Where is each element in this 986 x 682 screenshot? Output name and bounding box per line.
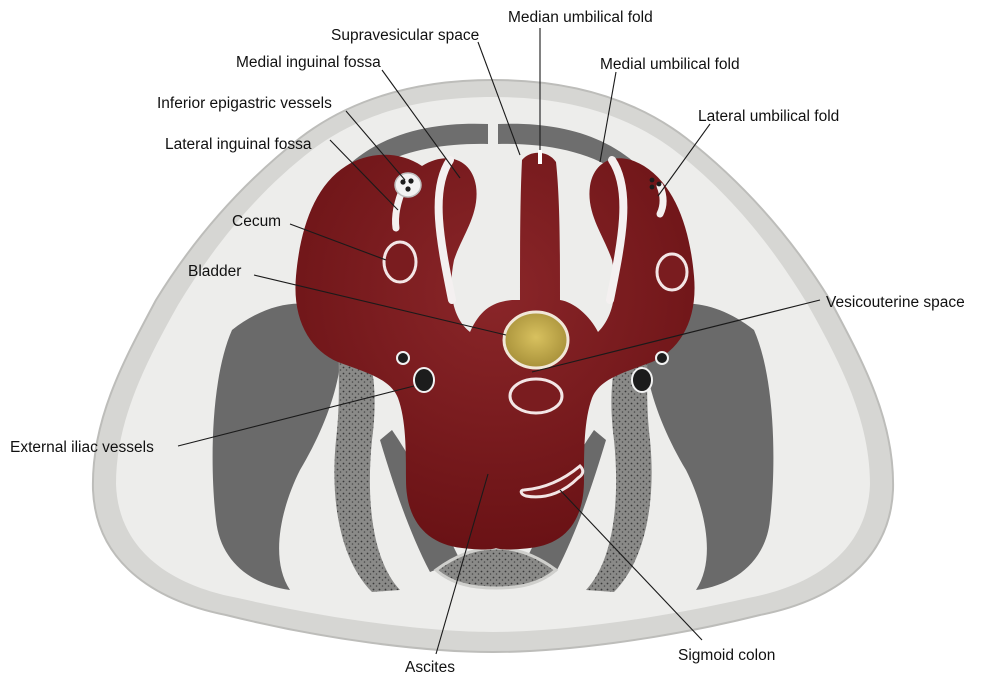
label-cecum: Cecum bbox=[232, 213, 281, 230]
label-lateral-inguinal-fossa: Lateral inguinal fossa bbox=[165, 136, 312, 153]
ascending-colon-right bbox=[657, 254, 687, 290]
label-medial-inguinal-fossa: Medial inguinal fossa bbox=[236, 54, 381, 71]
cecum bbox=[384, 242, 416, 282]
bladder bbox=[504, 312, 568, 368]
label-supravesicular-space: Supravesicular space bbox=[331, 27, 479, 44]
label-lateral-umbilical-fold: Lateral umbilical fold bbox=[698, 108, 839, 125]
label-vesicouterine-space: Vesicouterine space bbox=[826, 294, 965, 311]
label-external-iliac-vessels: External iliac vessels bbox=[10, 439, 154, 456]
vesicouterine-structure bbox=[510, 379, 562, 413]
label-bladder: Bladder bbox=[188, 263, 241, 280]
label-median-umbilical-fold: Median umbilical fold bbox=[508, 9, 653, 26]
inferior-epigastric-vessels-left bbox=[395, 173, 421, 197]
label-sigmoid-colon: Sigmoid colon bbox=[678, 647, 775, 664]
label-ascites: Ascites bbox=[405, 659, 455, 676]
label-medial-umbilical-fold: Medial umbilical fold bbox=[600, 56, 740, 73]
label-inferior-epigastric-vessels: Inferior epigastric vessels bbox=[157, 95, 332, 112]
